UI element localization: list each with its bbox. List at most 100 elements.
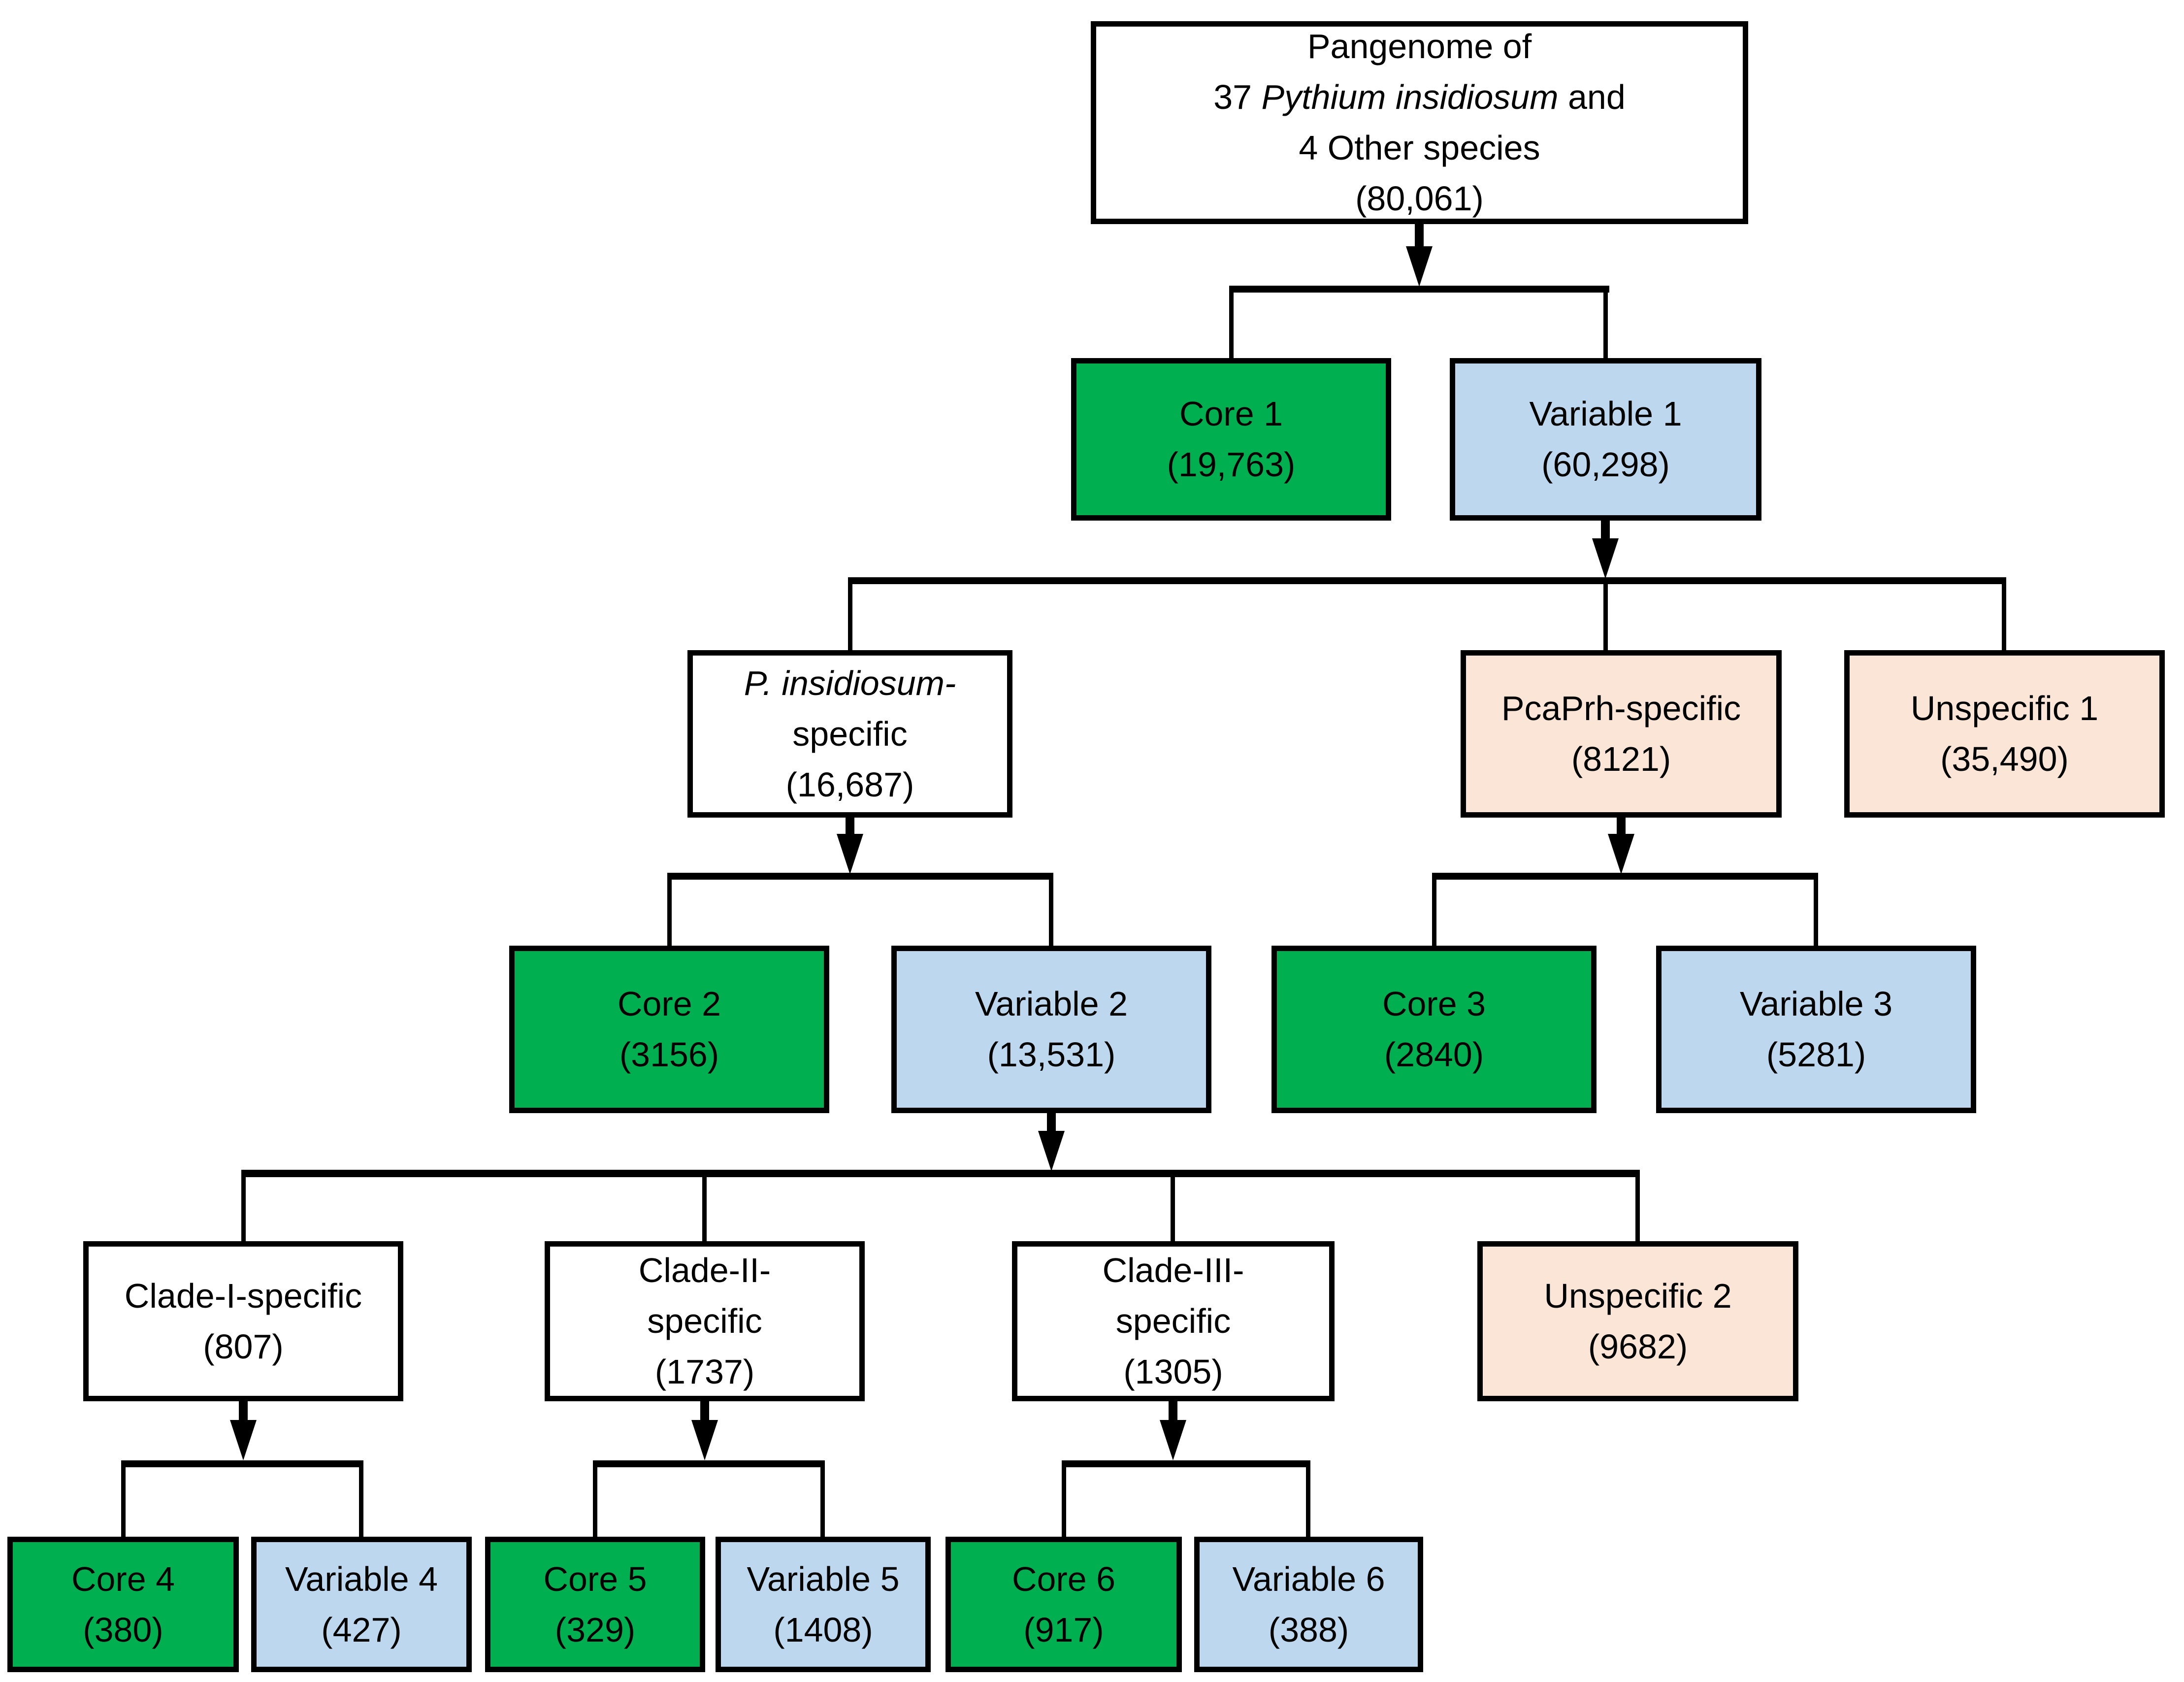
box-variable-6: Variable 6 (388) bbox=[1194, 1537, 1423, 1672]
arrow-shaft-cladeII bbox=[700, 1401, 709, 1426]
cladeIII-count: (1305) bbox=[1123, 1352, 1223, 1391]
box-variable-2: Variable 2 (13,531) bbox=[891, 946, 1211, 1113]
bracket7-drop-variable5 bbox=[820, 1460, 825, 1537]
arrow-head-cladeIII bbox=[1160, 1420, 1186, 1460]
box-variable-5: Variable 5 (1408) bbox=[716, 1537, 931, 1672]
box-unspecific-1: Unspecific 1 (35,490) bbox=[1844, 650, 2165, 818]
arrow-shaft-root bbox=[1415, 224, 1424, 251]
bracket5-drop-cladeI bbox=[241, 1170, 246, 1241]
bracket4-drop-variable3 bbox=[1814, 873, 1818, 946]
cladeII-line2: specific bbox=[647, 1302, 762, 1340]
box-variable-4: Variable 4 (427) bbox=[251, 1537, 472, 1672]
box-core-1: Core 1 (19,763) bbox=[1071, 358, 1391, 521]
arrow-head-root bbox=[1406, 246, 1433, 287]
pi-specific-count: (16,687) bbox=[785, 765, 914, 804]
cladeI-label: Clade-I-specific bbox=[124, 1276, 362, 1315]
bracket5-drop-cladeII bbox=[702, 1170, 707, 1241]
box-core-2: Core 2 (3156) bbox=[509, 946, 829, 1113]
cladeII-line1: Clade-II- bbox=[638, 1251, 771, 1289]
root-line2-prefix: 37 bbox=[1213, 78, 1262, 116]
box-core-4: Core 4 (380) bbox=[7, 1537, 239, 1672]
variable1-label: Variable 1 bbox=[1529, 395, 1682, 433]
bracket1-horizontal bbox=[1229, 286, 1609, 293]
bracket7-drop-core5 bbox=[593, 1460, 597, 1537]
bracket4-horizontal bbox=[1432, 873, 1818, 880]
variable5-count: (1408) bbox=[773, 1610, 873, 1649]
bracket6-drop-core4 bbox=[121, 1460, 126, 1537]
bracket8-horizontal bbox=[1062, 1460, 1310, 1467]
bracket5-horizontal bbox=[241, 1170, 1640, 1177]
root-count: (80,061) bbox=[1355, 179, 1484, 218]
bracket2-drop-pi-specific bbox=[848, 577, 852, 650]
box-core-6: Core 6 (917) bbox=[945, 1537, 1182, 1672]
box-variable-1: Variable 1 (60,298) bbox=[1450, 358, 1761, 521]
root-line3: 4 Other species bbox=[1299, 129, 1540, 167]
box-core-5: Core 5 (329) bbox=[485, 1537, 705, 1672]
bracket6-drop-variable4 bbox=[359, 1460, 363, 1537]
arrow-head-variable1 bbox=[1592, 538, 1619, 579]
bracket8-drop-variable6 bbox=[1306, 1460, 1310, 1537]
core2-label: Core 2 bbox=[617, 985, 721, 1023]
core3-count: (2840) bbox=[1384, 1035, 1484, 1074]
bracket2-drop-unspecific1 bbox=[2002, 577, 2006, 650]
variable3-count: (5281) bbox=[1766, 1035, 1866, 1074]
bracket8-drop-core6 bbox=[1062, 1460, 1066, 1537]
cladeII-count: (1737) bbox=[654, 1352, 755, 1391]
box-cladeI-specific: Clade-I-specific (807) bbox=[83, 1241, 403, 1401]
bracket3-drop-variable2 bbox=[1049, 873, 1053, 946]
root-line2: 37 Pythium insidiosum and bbox=[1213, 72, 1626, 123]
core1-count: (19,763) bbox=[1167, 445, 1296, 484]
arrow-head-pcaprh bbox=[1608, 834, 1634, 874]
cladeIII-line1: Clade-III- bbox=[1102, 1251, 1244, 1289]
core4-count: (380) bbox=[83, 1610, 163, 1649]
variable3-label: Variable 3 bbox=[1739, 985, 1892, 1023]
core3-label: Core 3 bbox=[1382, 985, 1486, 1023]
unspecific1-label: Unspecific 1 bbox=[1910, 689, 2099, 727]
box-cladeII-specific: Clade-II- specific (1737) bbox=[545, 1241, 865, 1401]
unspecific1-count: (35,490) bbox=[1940, 740, 2069, 778]
variable5-label: Variable 5 bbox=[747, 1559, 900, 1598]
arrow-head-cladeII bbox=[691, 1420, 718, 1460]
arrow-shaft-cladeI bbox=[239, 1401, 248, 1426]
bracket2-horizontal bbox=[848, 577, 2006, 584]
bracket1-drop-variable1 bbox=[1603, 286, 1608, 358]
variable6-count: (388) bbox=[1268, 1610, 1349, 1649]
core6-count: (917) bbox=[1023, 1610, 1104, 1649]
arrow-head-cladeI bbox=[230, 1420, 257, 1460]
variable1-count: (60,298) bbox=[1541, 445, 1670, 484]
variable4-label: Variable 4 bbox=[285, 1559, 438, 1598]
box-variable-3: Variable 3 (5281) bbox=[1656, 946, 1976, 1113]
core5-label: Core 5 bbox=[543, 1559, 647, 1598]
bracket2-drop-pcaprh bbox=[1603, 577, 1608, 650]
root-line2-suffix: and bbox=[1558, 78, 1626, 116]
core1-label: Core 1 bbox=[1179, 395, 1283, 433]
arrow-shaft-cladeIII bbox=[1169, 1401, 1177, 1426]
root-species-name: Pythium insidiosum bbox=[1261, 78, 1559, 116]
bracket5-drop-unspecific2 bbox=[1635, 1170, 1640, 1241]
bracket4-drop-core3 bbox=[1432, 873, 1436, 946]
pi-specific-label: specific bbox=[792, 714, 908, 753]
box-core-3: Core 3 (2840) bbox=[1271, 946, 1597, 1113]
variable4-count: (427) bbox=[321, 1610, 402, 1649]
box-pcaprh-specific: PcaPrh-specific (8121) bbox=[1461, 650, 1782, 818]
pi-specific-species: P. insidiosum- bbox=[744, 663, 956, 702]
box-pi-specific: P. insidiosum- specific (16,687) bbox=[687, 650, 1012, 818]
core2-count: (3156) bbox=[619, 1035, 719, 1074]
variable2-label: Variable 2 bbox=[975, 985, 1128, 1023]
unspecific2-label: Unspecific 2 bbox=[1544, 1276, 1732, 1315]
arrow-head-pi-specific bbox=[837, 834, 863, 874]
bracket1-drop-core1 bbox=[1229, 286, 1234, 358]
cladeI-count: (807) bbox=[203, 1327, 284, 1366]
core5-count: (329) bbox=[554, 1610, 636, 1649]
pcaprh-count: (8121) bbox=[1571, 740, 1671, 778]
variable6-label: Variable 6 bbox=[1232, 1559, 1385, 1598]
unspecific2-count: (9682) bbox=[1588, 1327, 1688, 1366]
box-pangenome-root: Pangenome of 37 Pythium insidiosum and 4… bbox=[1091, 21, 1748, 224]
arrow-head-variable2 bbox=[1038, 1131, 1065, 1171]
box-unspecific-2: Unspecific 2 (9682) bbox=[1477, 1241, 1798, 1401]
bracket3-horizontal bbox=[667, 873, 1053, 880]
box-cladeIII-specific: Clade-III- specific (1305) bbox=[1012, 1241, 1335, 1401]
bracket5-drop-cladeIII bbox=[1171, 1170, 1175, 1241]
bracket3-drop-core2 bbox=[667, 873, 672, 946]
